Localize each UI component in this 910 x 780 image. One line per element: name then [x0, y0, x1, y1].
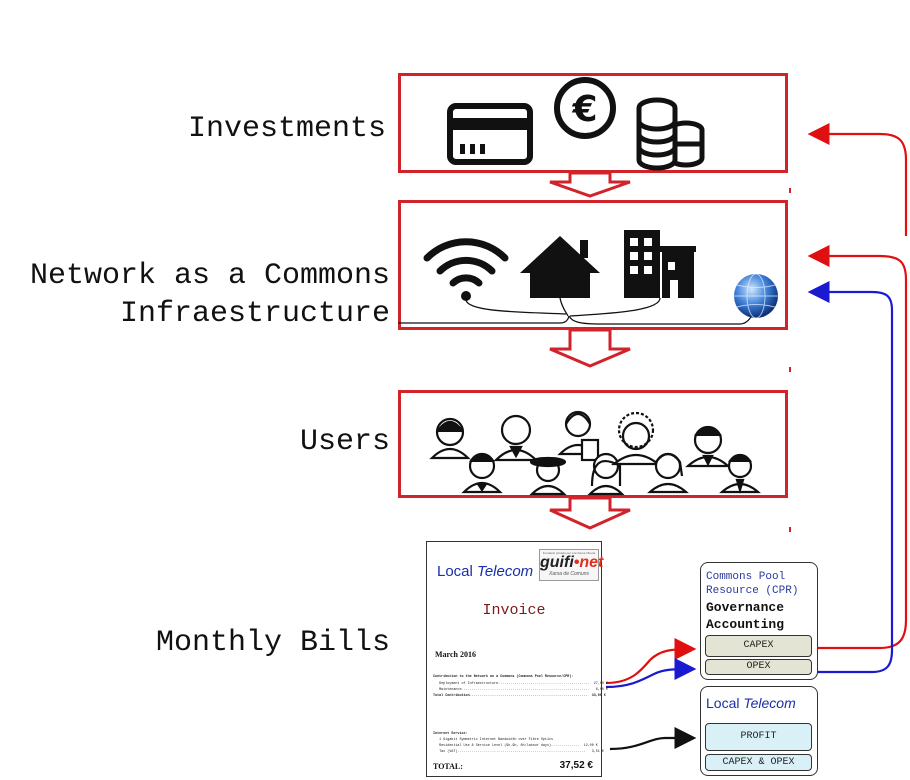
invoice-title: Invoice [482, 602, 546, 619]
invoice-document: Local Telecom Fundació privada per a la … [426, 541, 608, 777]
local-telecom-brand: Local Telecom [706, 695, 796, 711]
local-telecom-box: Local Telecom PROFIT CAPEX & OPEX [700, 686, 818, 776]
invoice-internet-line1: 1 Gigabit Symmetric Internet Bandwidth o… [433, 738, 554, 742]
opex-pill: OPEX [705, 659, 812, 675]
building-icon [624, 230, 696, 298]
invoice-internet-line2: Residential Use & Service Level (9h-9h, … [433, 744, 598, 748]
invoice-tax-line: Tax (VAT)...............................… [433, 750, 604, 754]
cpr-line2: Resource (CPR) [706, 585, 799, 597]
invoice-contribution-header: Contribution to the Network as a Commons… [433, 675, 574, 679]
invoice-deployment-line: Deployment of Infraestructure...........… [433, 682, 608, 686]
profit-pill: PROFIT [705, 723, 812, 751]
blue-feedback-arrows [605, 281, 894, 689]
capex-opex-pill: CAPEX & OPEX [705, 754, 812, 771]
down-arrow-2 [549, 328, 631, 368]
label-monthly-bills: Monthly Bills [155, 626, 390, 660]
invoice-maintenance-line: Maintenance.............................… [433, 688, 608, 692]
coin-stack-icon [636, 97, 705, 171]
euro-coin-icon: € [554, 77, 616, 139]
invoice-brand: Local Telecom [437, 563, 534, 580]
invoice-total-value: 37,52 € [559, 760, 593, 771]
guifi-logo: Fundació privada per a la Xarxa Oberta g… [539, 549, 603, 581]
label-network-line1: Network as a Commons [29, 259, 390, 293]
network-cables [398, 297, 757, 325]
wifi-icon [423, 238, 509, 301]
network-box [398, 200, 788, 330]
cpr-line1: Commons Pool [706, 571, 786, 583]
cpr-accounting: Accounting [706, 617, 785, 632]
globe-icon [734, 273, 778, 319]
svg-text:€: € [571, 89, 597, 130]
credit-card-icon [447, 103, 533, 165]
down-arrow-1 [549, 171, 631, 198]
down-arrow-3 [549, 496, 631, 530]
black-profit-arrow [609, 727, 697, 751]
invoice-total-label: TOTAL: [433, 762, 463, 771]
house-icon [520, 236, 600, 298]
invoice-total-contribution: Total Contribution......................… [433, 694, 606, 698]
label-network-line2: Infraestructure [119, 297, 390, 331]
cpr-governance-box: Commons Pool Resource (CPR) Governance A… [700, 562, 818, 680]
cpr-governance: Governance [706, 600, 785, 615]
label-users: Users [299, 425, 390, 459]
capex-pill: CAPEX [705, 635, 812, 657]
invoice-internet-header: Internet Service: [433, 732, 468, 736]
invoice-date: March 2016 [435, 650, 476, 659]
people-icon [429, 410, 761, 496]
label-investments: Investments [187, 112, 386, 146]
